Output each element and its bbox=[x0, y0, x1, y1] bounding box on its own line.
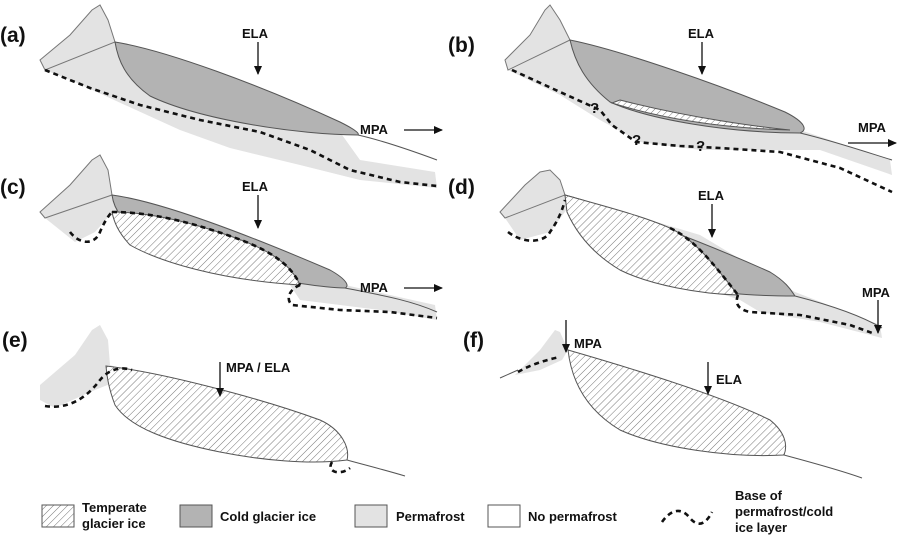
mpa-label: MPA bbox=[862, 285, 891, 300]
panel-label: (a) bbox=[0, 24, 26, 47]
permafrost-base bbox=[287, 283, 438, 320]
legend-label-base: Base of bbox=[735, 488, 783, 503]
panel-e: (e) MPA / ELA bbox=[2, 325, 406, 477]
ela-label: ELA bbox=[242, 179, 269, 194]
legend-swatch-cold bbox=[179, 504, 213, 528]
mountain-peak bbox=[504, 4, 571, 71]
permafrost-base bbox=[507, 199, 567, 242]
panel-b: (b) ELA MPA ? ? ? bbox=[448, 4, 897, 194]
legend: Temperate glacier ice Cold glacier ice P… bbox=[41, 488, 833, 535]
mountain-peak bbox=[499, 169, 566, 219]
permafrost-base bbox=[329, 461, 351, 474]
mpa-label: MPA bbox=[360, 122, 389, 137]
ground-surface bbox=[799, 132, 893, 161]
legend-swatch-temperate bbox=[41, 504, 75, 528]
ground-surface bbox=[344, 287, 438, 313]
panel-d: (d) ELA MPA bbox=[448, 169, 891, 338]
permafrost-zone bbox=[40, 325, 125, 408]
legend-label-temperate: Temperate bbox=[82, 500, 147, 515]
mpa-label: MPA bbox=[574, 336, 603, 351]
permafrost-base bbox=[44, 68, 438, 188]
temperate-ice-body bbox=[567, 349, 787, 456]
ground-surface bbox=[346, 459, 406, 477]
panel-label: (f) bbox=[463, 329, 484, 352]
legend-swatch-base-line bbox=[660, 509, 714, 525]
ground-surface bbox=[783, 454, 863, 479]
permafrost-base bbox=[68, 211, 113, 244]
ela-label: ELA bbox=[242, 26, 269, 41]
ground-surface bbox=[499, 369, 519, 379]
mpa-ela-label: MPA / ELA bbox=[226, 360, 291, 375]
legend-label-temperate: glacier ice bbox=[82, 516, 146, 531]
legend-label-cold: Cold glacier ice bbox=[220, 509, 316, 524]
ground-surface bbox=[794, 295, 883, 329]
mpa-label: MPA bbox=[360, 280, 389, 295]
panel-label: (e) bbox=[2, 329, 28, 352]
panel-f: (f) MPA ELA bbox=[463, 320, 863, 479]
question-mark: ? bbox=[590, 100, 599, 117]
legend-label-no-permafrost: No permafrost bbox=[528, 509, 618, 524]
legend-label-permafrost: Permafrost bbox=[396, 509, 465, 524]
ela-label: ELA bbox=[688, 26, 715, 41]
permafrost-base bbox=[44, 367, 133, 408]
permafrost-base bbox=[511, 68, 893, 194]
legend-swatch-no-permafrost bbox=[487, 504, 521, 528]
ela-label: ELA bbox=[716, 372, 743, 387]
permafrost-base bbox=[517, 355, 561, 374]
permafrost-base bbox=[735, 294, 876, 336]
legend-label-base: ice layer bbox=[735, 520, 787, 535]
temperate-ice-body bbox=[105, 365, 349, 463]
ela-label: ELA bbox=[698, 188, 725, 203]
cold-ice-body bbox=[114, 41, 359, 136]
temperate-ice-layer bbox=[610, 99, 791, 131]
question-mark: ? bbox=[696, 138, 705, 155]
legend-label-base: permafrost/cold bbox=[735, 504, 833, 519]
panel-label: (c) bbox=[0, 176, 26, 199]
panel-label: (d) bbox=[448, 176, 475, 199]
cold-ice-base bbox=[669, 226, 740, 296]
legend-swatch-permafrost bbox=[354, 504, 388, 528]
ground-surface bbox=[357, 134, 438, 161]
permafrost-zone bbox=[515, 330, 568, 375]
question-mark: ? bbox=[632, 132, 641, 149]
mountain-peak bbox=[39, 4, 116, 71]
cold-ice-base bbox=[111, 210, 302, 286]
panel-label: (b) bbox=[448, 34, 475, 57]
panel-c: (c) ELA MPA bbox=[0, 154, 443, 320]
mountain-peak bbox=[39, 154, 113, 219]
mpa-label: MPA bbox=[858, 120, 887, 135]
panel-a: (a) ELA MPA bbox=[0, 4, 443, 188]
